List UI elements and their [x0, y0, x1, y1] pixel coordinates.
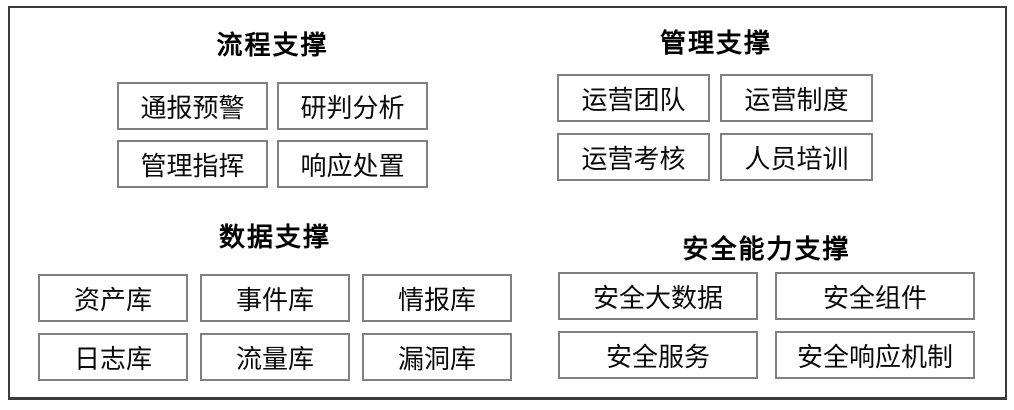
box-asset-db: 资产库 — [38, 274, 188, 322]
box-management-command: 管理指挥 — [117, 140, 268, 188]
box-security-services: 安全服务 — [558, 331, 758, 379]
box-response-handling: 响应处置 — [277, 140, 428, 188]
box-analysis-judgment: 研判分析 — [277, 82, 428, 130]
box-notification-warning: 通报预警 — [117, 82, 268, 130]
section-title-security-capability-support: 安全能力支撑 — [682, 234, 851, 264]
section-process-support: 流程支撑 通报预警 研判分析 管理指挥 响应处置 — [117, 30, 428, 188]
box-log-db: 日志库 — [38, 333, 188, 381]
box-security-big-data: 安全大数据 — [558, 272, 758, 320]
section-data-support: 数据支撑 资产库 事件库 情报库 日志库 流量库 漏洞库 — [38, 222, 512, 381]
box-security-components: 安全组件 — [775, 272, 975, 320]
box-grid-security-capability-support: 安全大数据 安全组件 安全服务 安全响应机制 — [558, 272, 975, 379]
box-grid-process-support: 通报预警 研判分析 管理指挥 响应处置 — [117, 82, 428, 188]
section-title-process-support: 流程支撑 — [216, 30, 329, 60]
box-vulnerability-db: 漏洞库 — [362, 333, 512, 381]
box-security-response-mechanism: 安全响应机制 — [775, 331, 975, 379]
box-grid-data-support: 资产库 事件库 情报库 日志库 流量库 漏洞库 — [38, 274, 512, 381]
box-grid-management-support: 运营团队 运营制度 运营考核 人员培训 — [557, 74, 875, 181]
box-personnel-training: 人员培训 — [720, 133, 873, 181]
box-operations-team: 运营团队 — [557, 74, 710, 122]
section-security-capability-support: 安全能力支撑 安全大数据 安全组件 安全服务 安全响应机制 — [558, 234, 975, 379]
box-operations-system: 运营制度 — [720, 74, 873, 122]
section-title-data-support: 数据支撑 — [218, 222, 331, 252]
section-title-management-support: 管理支撑 — [659, 28, 772, 58]
box-operations-assessment: 运营考核 — [557, 133, 710, 181]
box-event-db: 事件库 — [200, 274, 350, 322]
box-traffic-db: 流量库 — [200, 333, 350, 381]
section-management-support: 管理支撑 运营团队 运营制度 运营考核 人员培训 — [557, 28, 875, 181]
box-intelligence-db: 情报库 — [362, 274, 512, 322]
